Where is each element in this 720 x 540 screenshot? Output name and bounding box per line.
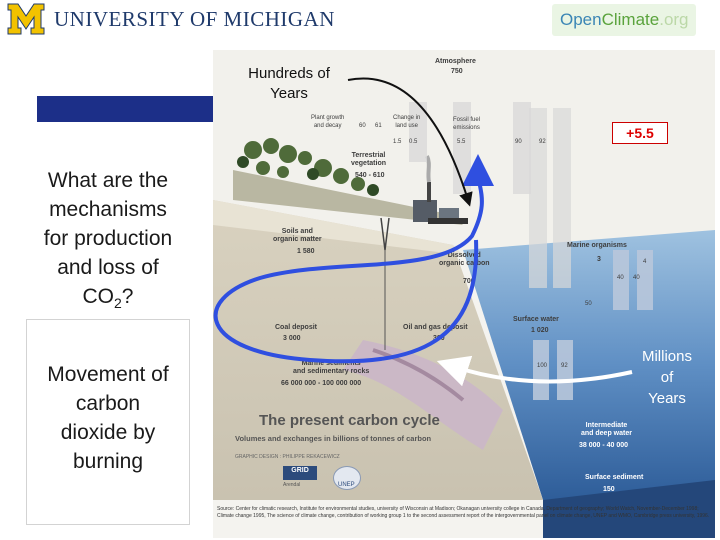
terrestrial-value: 540 - 610 [355, 172, 385, 179]
overlay-millions-arrow [436, 355, 633, 387]
surface-water-label: Surface water [513, 316, 559, 323]
openclimate-logo[interactable]: OpenClimate.org [552, 4, 696, 36]
overlay-loop-arrow [213, 154, 495, 364]
flux-61: 61 [375, 123, 382, 129]
surface-sediment-label: Surface sediment [585, 474, 644, 481]
surface-sediment-value: 150 [603, 486, 615, 493]
marine-organisms-label: Marine organisms [567, 242, 627, 249]
flux-50: 50 [585, 301, 592, 307]
unep-label: UNEP [338, 482, 355, 488]
flux-90: 90 [515, 139, 522, 145]
intermediate-value: 38 000 - 40 000 [579, 442, 629, 449]
coal-label: Coal deposit [275, 324, 318, 331]
flux-5-5: 5.5 [457, 139, 466, 145]
flux-1-5: 1.5 [393, 139, 402, 145]
surface-water-value: 1 020 [531, 327, 549, 334]
flux-100: 100 [537, 363, 548, 369]
flux-60: 60 [359, 123, 366, 129]
openclimate-climate: Climate [601, 10, 660, 29]
atmosphere-value: 750 [451, 68, 463, 75]
flux-0-5: 0.5 [409, 139, 418, 145]
grid-arendal-subtitle: Arendal [283, 482, 301, 488]
oil-gas-label: Oil and gas deposit [403, 324, 468, 331]
marine-organisms-value: 3 [597, 256, 601, 263]
flux-92b: 92 [561, 363, 568, 369]
atmosphere-label: Atmosphere [435, 58, 476, 65]
unep-logo-icon: UNEP [333, 466, 361, 490]
flux-40b: 40 [633, 275, 640, 281]
carbon-cycle-illustration [213, 50, 715, 538]
overlay-hundreds-arrow [347, 77, 473, 207]
answer-box [26, 319, 190, 525]
co2-change-value: +5.5 [612, 122, 668, 144]
flux-92: 92 [539, 139, 546, 145]
university-logo-icon [7, 3, 45, 35]
marine-sediments-value: 66 000 000 - 100 000 000 [281, 380, 362, 387]
figure-credit: GRAPHIC DESIGN : PHILIPPE REKACEWICZ [235, 454, 340, 460]
openclimate-logo-icon: OpenClimate.org [560, 10, 689, 30]
flux-4: 4 [643, 259, 647, 265]
figure-title: The present carbon cycle [259, 412, 440, 429]
openclimate-open: Open [560, 10, 602, 29]
dissolved-value: 700 [463, 278, 475, 285]
soils-value: 1 580 [297, 248, 315, 255]
grid-arendal-logo-icon: GRID [283, 466, 317, 480]
openclimate-org: .org [659, 10, 689, 29]
figure-subtitle: Volumes and exchanges in billions of ton… [235, 434, 432, 443]
answer-text: Movement of carbon dioxide by burning [47, 363, 169, 473]
figure-source: Source: Center for climatic research, In… [217, 506, 710, 519]
university-name: UNIVERSITY OF MICHIGAN [54, 7, 335, 31]
flux-40a: 40 [617, 275, 624, 281]
title-accent-bar [37, 96, 215, 122]
question-text: What are the mechanisms for production a… [43, 169, 173, 312]
coal-value: 3 000 [283, 335, 301, 342]
